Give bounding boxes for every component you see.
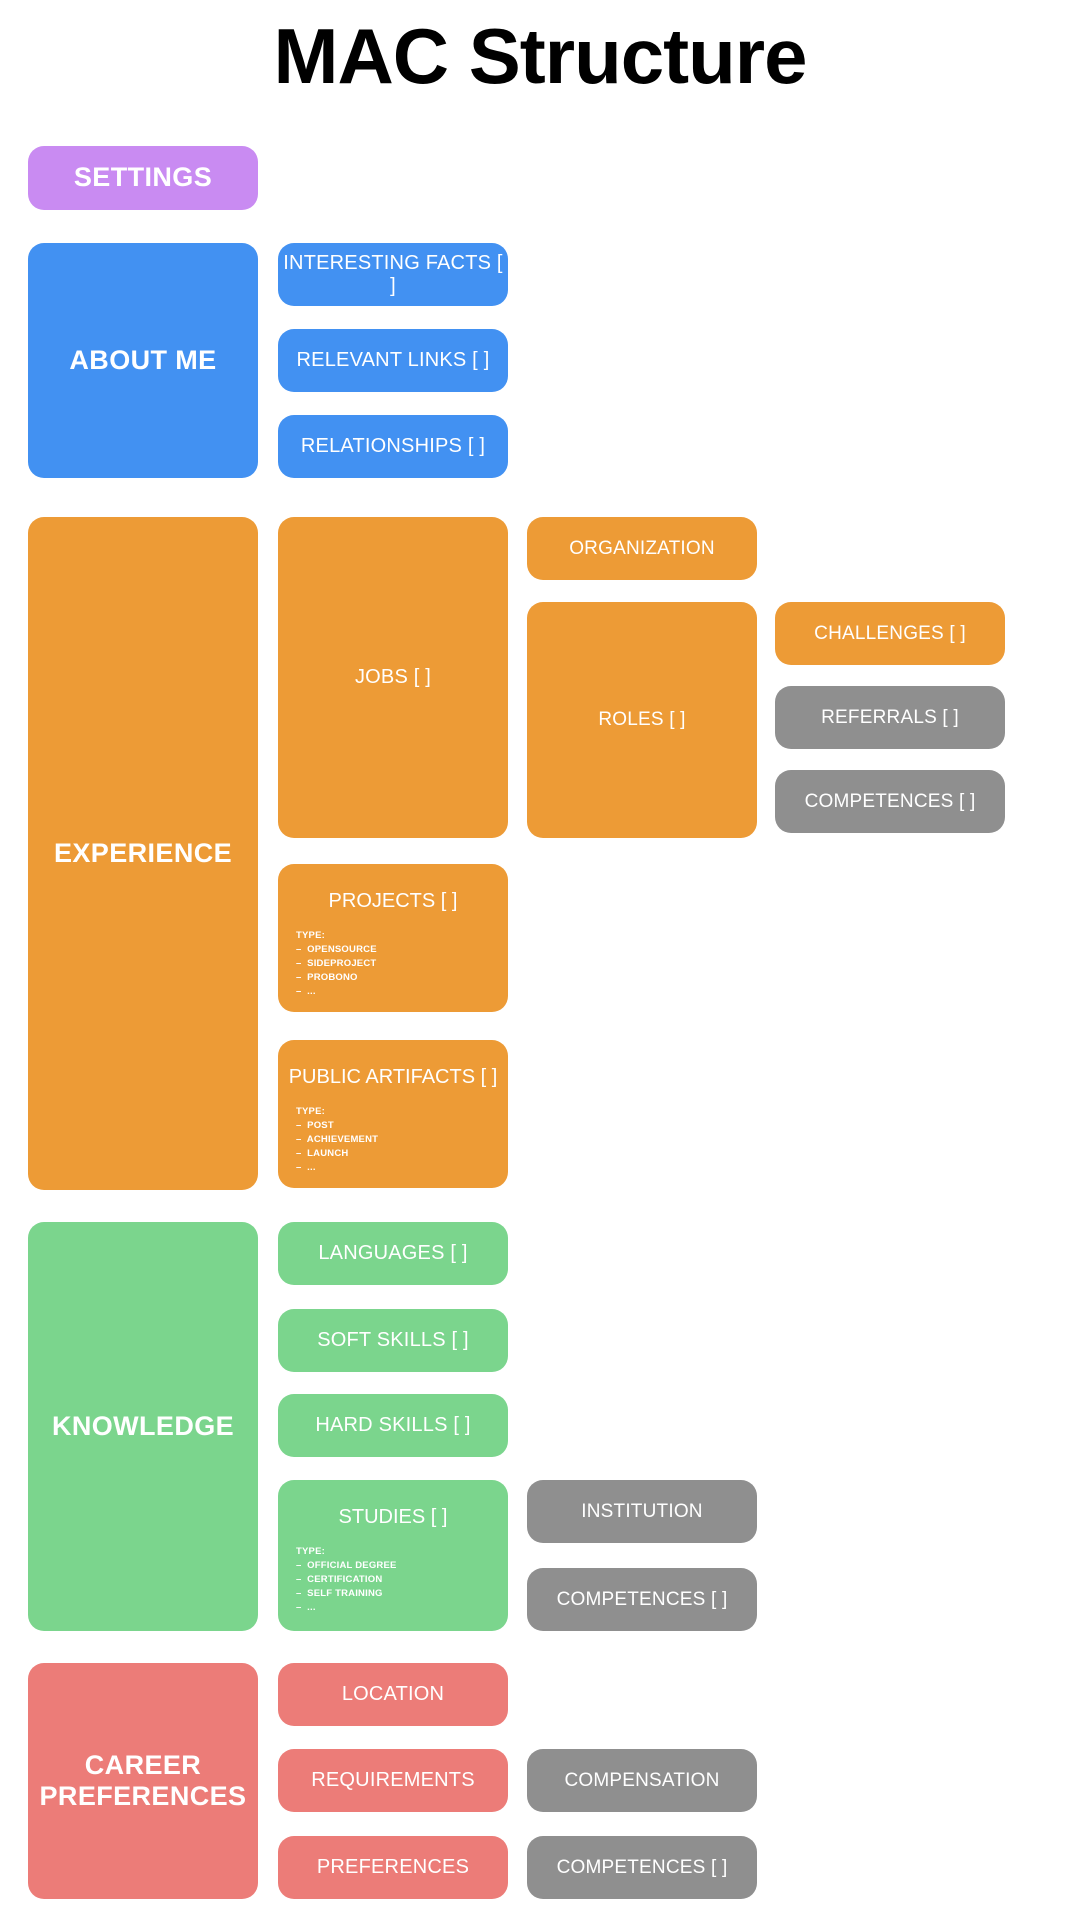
about-me-relationships[interactable]: RELATIONSHIPS [ ] (278, 415, 508, 478)
career-preferences-requirements[interactable]: REQUIREMENTS (278, 1749, 508, 1812)
knowledge-hard-skills[interactable]: HARD SKILLS [ ] (278, 1394, 508, 1457)
about-me-interesting-facts[interactable]: INTERESTING FACTS [ ] (278, 243, 508, 306)
interesting-facts-label: INTERESTING FACTS [ ] (283, 251, 503, 297)
compensation-label: COMPENSATION (564, 1769, 720, 1791)
preferences-label: PREFERENCES (316, 1856, 470, 1878)
public-artifacts-type-list: TYPE: – POST – ACHIEVEMENT – LAUNCH – ..… (296, 1105, 508, 1175)
knowledge-studies[interactable]: STUDIES [ ] TYPE: – OFFICIAL DEGREE – CE… (278, 1480, 508, 1631)
experience-roles[interactable]: ROLES [ ] (527, 602, 757, 838)
career-preferences-location[interactable]: LOCATION (278, 1663, 508, 1726)
challenges-label: CHALLENGES [ ] (814, 622, 966, 644)
public-artifacts-type-item: – ... (296, 1162, 316, 1173)
about-me-label: ABOUT ME (69, 344, 217, 375)
location-label: LOCATION (341, 1683, 445, 1705)
studies-type-head: TYPE: (296, 1546, 325, 1557)
knowledge-block[interactable]: KNOWLEDGE (28, 1222, 258, 1631)
experience-organization[interactable]: ORGANIZATION (527, 517, 757, 580)
languages-label: LANGUAGES [ ] (318, 1242, 468, 1264)
career-preferences-compensation[interactable]: COMPENSATION (527, 1749, 757, 1812)
relevant-links-label: RELEVANT LINKS [ ] (296, 349, 490, 371)
career-preferences-label-line1: CAREER (84, 1749, 202, 1780)
projects-type-item: – ... (296, 986, 316, 997)
institution-label: INSTITUTION (581, 1500, 703, 1522)
career-preferences-competences[interactable]: COMPETENCES [ ] (527, 1836, 757, 1899)
public-artifacts-type-item: – LAUNCH (296, 1148, 349, 1159)
experience-referrals[interactable]: REFERRALS [ ] (775, 686, 1005, 749)
projects-type-item: – OPENSOURCE (296, 944, 377, 955)
soft-skills-label: SOFT SKILLS [ ] (317, 1329, 469, 1351)
relationships-label: RELATIONSHIPS [ ] (300, 435, 486, 457)
knowledge-competences[interactable]: COMPETENCES [ ] (527, 1568, 757, 1631)
experience-competences[interactable]: COMPETENCES [ ] (775, 770, 1005, 833)
experience-label: EXPERIENCE (53, 837, 233, 868)
about-me-block[interactable]: ABOUT ME (28, 243, 258, 478)
organization-label: ORGANIZATION (569, 537, 715, 559)
roles-label: ROLES [ ] (598, 709, 686, 731)
studies-type-item: – CERTIFICATION (296, 1574, 383, 1585)
knowledge-label: KNOWLEDGE (51, 1410, 235, 1441)
career-preferences-block[interactable]: CAREER PREFERENCES (28, 1663, 258, 1899)
public-artifacts-label: PUBLIC ARTIFACTS [ ] (288, 1066, 498, 1088)
career-preferences-competences-label: COMPETENCES [ ] (556, 1856, 728, 1878)
knowledge-competences-label: COMPETENCES [ ] (556, 1588, 728, 1610)
experience-competences-label: COMPETENCES [ ] (804, 790, 976, 812)
public-artifacts-type-head: TYPE: (296, 1106, 325, 1117)
knowledge-languages[interactable]: LANGUAGES [ ] (278, 1222, 508, 1285)
projects-type-list: TYPE: – OPENSOURCE – SIDEPROJECT – PROBO… (296, 929, 508, 999)
public-artifacts-type-item: – POST (296, 1120, 334, 1131)
projects-type-item: – PROBONO (296, 972, 358, 983)
about-me-relevant-links[interactable]: RELEVANT LINKS [ ] (278, 329, 508, 392)
experience-public-artifacts[interactable]: PUBLIC ARTIFACTS [ ] TYPE: – POST – ACHI… (278, 1040, 508, 1188)
hard-skills-label: HARD SKILLS [ ] (315, 1414, 471, 1436)
jobs-label: JOBS [ ] (354, 666, 432, 688)
projects-label: PROJECTS [ ] (328, 890, 458, 912)
projects-type-head: TYPE: (296, 930, 325, 941)
career-preferences-label: CAREER PREFERENCES (28, 1750, 258, 1812)
studies-type-item: – ... (296, 1602, 316, 1613)
studies-label: STUDIES [ ] (338, 1506, 448, 1528)
knowledge-soft-skills[interactable]: SOFT SKILLS [ ] (278, 1309, 508, 1372)
public-artifacts-type-item: – ACHIEVEMENT (296, 1134, 379, 1145)
projects-type-item: – SIDEPROJECT (296, 958, 377, 969)
studies-type-item: – SELF TRAINING (296, 1588, 383, 1599)
knowledge-institution[interactable]: INSTITUTION (527, 1480, 757, 1543)
experience-challenges[interactable]: CHALLENGES [ ] (775, 602, 1005, 665)
experience-block[interactable]: EXPERIENCE (28, 517, 258, 1190)
career-preferences-label-line2: PREFERENCES (39, 1781, 247, 1811)
experience-projects[interactable]: PROJECTS [ ] TYPE: – OPENSOURCE – SIDEPR… (278, 864, 508, 1012)
settings-label: SETTINGS (73, 162, 213, 193)
requirements-label: REQUIREMENTS (311, 1769, 475, 1791)
studies-type-item: – OFFICIAL DEGREE (296, 1560, 397, 1571)
studies-type-list: TYPE: – OFFICIAL DEGREE – CERTIFICATION … (296, 1545, 508, 1615)
referrals-label: REFERRALS [ ] (821, 706, 959, 728)
settings-block[interactable]: SETTINGS (28, 146, 258, 210)
experience-jobs[interactable]: JOBS [ ] (278, 517, 508, 838)
career-preferences-preferences[interactable]: PREFERENCES (278, 1836, 508, 1899)
page-title: MAC Structure (273, 12, 807, 100)
